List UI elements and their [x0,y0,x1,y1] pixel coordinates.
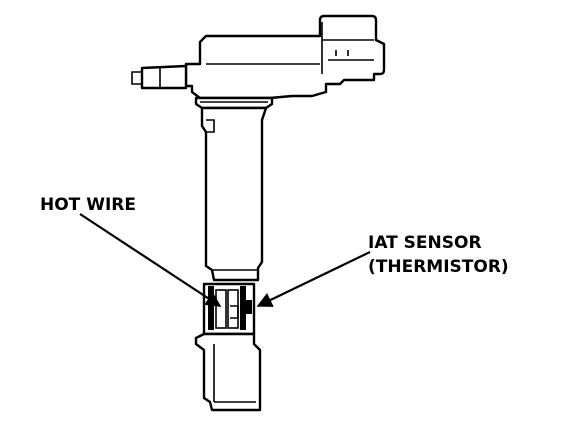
iat-sensor-label-line1: IAT SENSOR [368,233,482,253]
sensing-head [202,282,256,336]
iat-sensor-leader-arrow [256,251,371,307]
sensor-body [200,106,268,282]
bottom-housing [194,332,262,412]
iat-sensor-label-line2: (THERMISTOR) [368,257,509,277]
hot-wire-label: HOT WIRE [40,195,136,215]
connector-housing [131,14,386,110]
hot-wire-leader-arrow [79,213,222,307]
